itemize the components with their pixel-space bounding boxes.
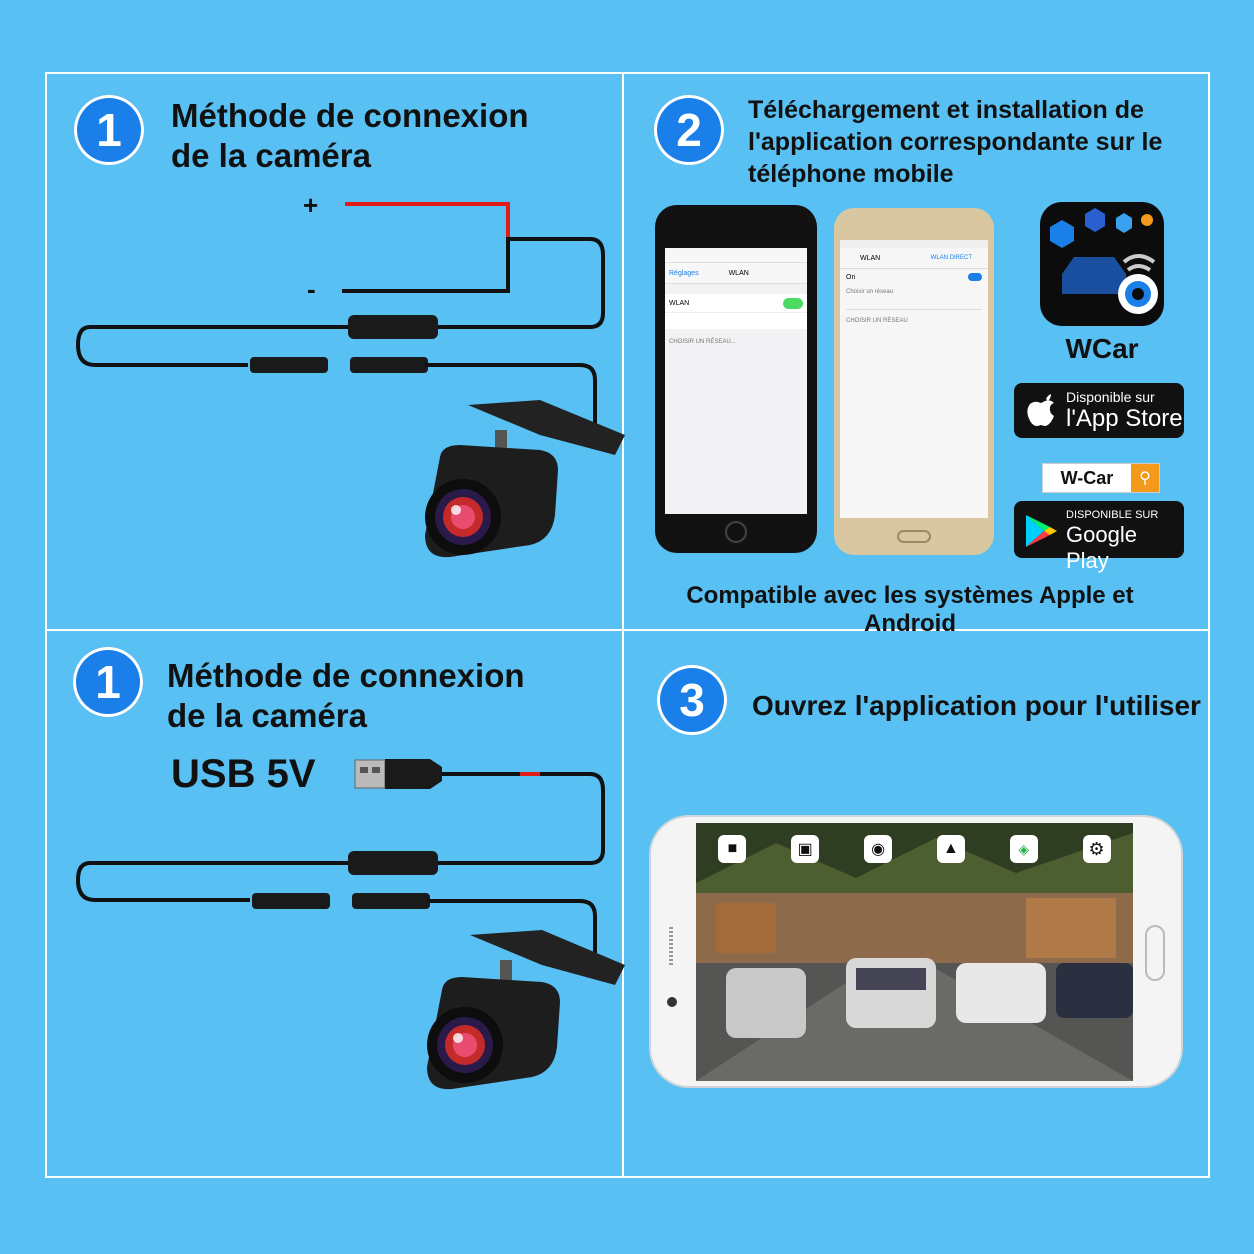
- panel2-title-line2: l'application correspondante sur le: [748, 128, 1163, 156]
- step-badge-2: 2: [654, 95, 724, 165]
- panel3-title-line2: de la caméra: [167, 697, 367, 734]
- samsung-wifi-direct[interactable]: WLAN DIRECT: [930, 255, 972, 261]
- camera-wiring-diagram-usb: [75, 759, 625, 1090]
- compatibility-caption: Compatible avec les systèmes Apple et An…: [686, 582, 1134, 637]
- gear-icon[interactable]: ⚙: [1082, 835, 1111, 863]
- panel2-title-line3: téléphone mobile: [748, 160, 954, 188]
- speaker-grill: [669, 927, 673, 967]
- appstore-small-text: Disponible sur: [1066, 389, 1155, 405]
- samsung-section1: Choisir un réseau: [846, 289, 894, 295]
- panel1-title-line1: Méthode de connexion: [171, 97, 529, 134]
- wcar-icon-graphic: [1050, 208, 1158, 314]
- warning-icon[interactable]: ▲: [936, 835, 965, 863]
- camera-wiring-diagram-power: [75, 202, 625, 558]
- step-badge-1: 1: [74, 95, 144, 165]
- camera-1: [425, 400, 625, 558]
- samsung-screen: WLAN WLAN DIRECT On Choisir un réseau CH…: [840, 240, 988, 518]
- record-icon[interactable]: ◉: [864, 835, 893, 863]
- step-badge-3: 3: [657, 665, 727, 735]
- app-toolbar: ■ ▣ ◉ ▲ ◈ ⚙: [696, 835, 1133, 863]
- google-play-icon: [1026, 515, 1057, 547]
- iphone-wlan-toggle[interactable]: [783, 297, 803, 309]
- home-button: [725, 521, 747, 543]
- play-big-text: Google Play: [1066, 522, 1137, 573]
- iphone-wlan-row: WLAN: [669, 299, 690, 307]
- street-scene: [696, 823, 1133, 1081]
- app-live-view[interactable]: ■ ▣ ◉ ▲ ◈ ⚙: [696, 823, 1133, 1081]
- plus-label: +: [303, 190, 319, 220]
- samsung-section2: CHOISIR UN RÉSEAU: [846, 318, 908, 324]
- iphone-mockup: Réglages WLAN WLAN CHOISIR UN RÉSEAU...: [655, 205, 817, 553]
- panel2-title: Téléchargement et installation de l'appl…: [748, 94, 1162, 190]
- panel-divider-vertical: [622, 72, 624, 1178]
- panel3-title-line1: Méthode de connexion: [167, 657, 525, 694]
- outer-frame: [45, 72, 1210, 1178]
- wcar-app-icon[interactable]: [1040, 202, 1164, 326]
- samsung-mockup: WLAN WLAN DIRECT On Choisir un réseau CH…: [834, 208, 994, 555]
- wifi-icon[interactable]: ◈: [1009, 835, 1038, 863]
- camera-2: [427, 930, 625, 1090]
- app-store-badge[interactable]: Disponible sur l'App Store: [1014, 383, 1184, 438]
- google-play-badge[interactable]: DISPONIBLE SUR Google Play: [1014, 501, 1184, 573]
- panel2-title-line1: Téléchargement et installation de: [748, 96, 1144, 124]
- apple-icon: [1027, 394, 1054, 426]
- usb-5v-label: USB 5V: [171, 752, 316, 796]
- iphone-section-label: CHOISIR UN RÉSEAU...: [669, 339, 736, 345]
- samsung-wifi-toggle[interactable]: [968, 273, 982, 281]
- samsung-on-label: On: [846, 273, 856, 281]
- camera-icon[interactable]: ▣: [791, 835, 820, 863]
- panel3-title: Méthode de connexion de la caméra: [167, 656, 525, 736]
- step-badge-1-usb: 1: [73, 647, 143, 717]
- minus-label: -: [307, 274, 316, 304]
- play-small-text: DISPONIBLE SUR: [1066, 509, 1159, 521]
- panel4-title: Ouvrez l'application pour l'utiliser: [752, 690, 1201, 721]
- samsung-nav-title: WLAN: [860, 254, 881, 262]
- iphone-screen: Réglages WLAN WLAN CHOISIR UN RÉSEAU...: [665, 248, 807, 514]
- phone-home-button: [1145, 925, 1165, 981]
- app-search-box[interactable]: W-Car ⚲: [1042, 463, 1160, 493]
- panel-divider-horizontal: [45, 629, 1210, 631]
- app-search-text: W-Car: [1060, 467, 1114, 488]
- wcar-app-name: WCar: [1065, 333, 1139, 364]
- iphone-back-link[interactable]: Réglages: [669, 269, 699, 277]
- usb-plug-icon: [354, 759, 442, 789]
- panel1-title-line2: de la caméra: [171, 137, 371, 174]
- samsung-home-button: [897, 530, 931, 543]
- appstore-big-text: l'App Store: [1066, 405, 1183, 432]
- landscape-phone: ■ ▣ ◉ ▲ ◈ ⚙: [649, 815, 1183, 1088]
- front-camera-icon: [667, 997, 677, 1007]
- video-icon[interactable]: ■: [718, 835, 747, 863]
- iphone-nav-title: WLAN: [728, 269, 749, 277]
- search-icon[interactable]: ⚲: [1131, 464, 1159, 492]
- panel1-title: Méthode de connexion de la caméra: [171, 96, 529, 176]
